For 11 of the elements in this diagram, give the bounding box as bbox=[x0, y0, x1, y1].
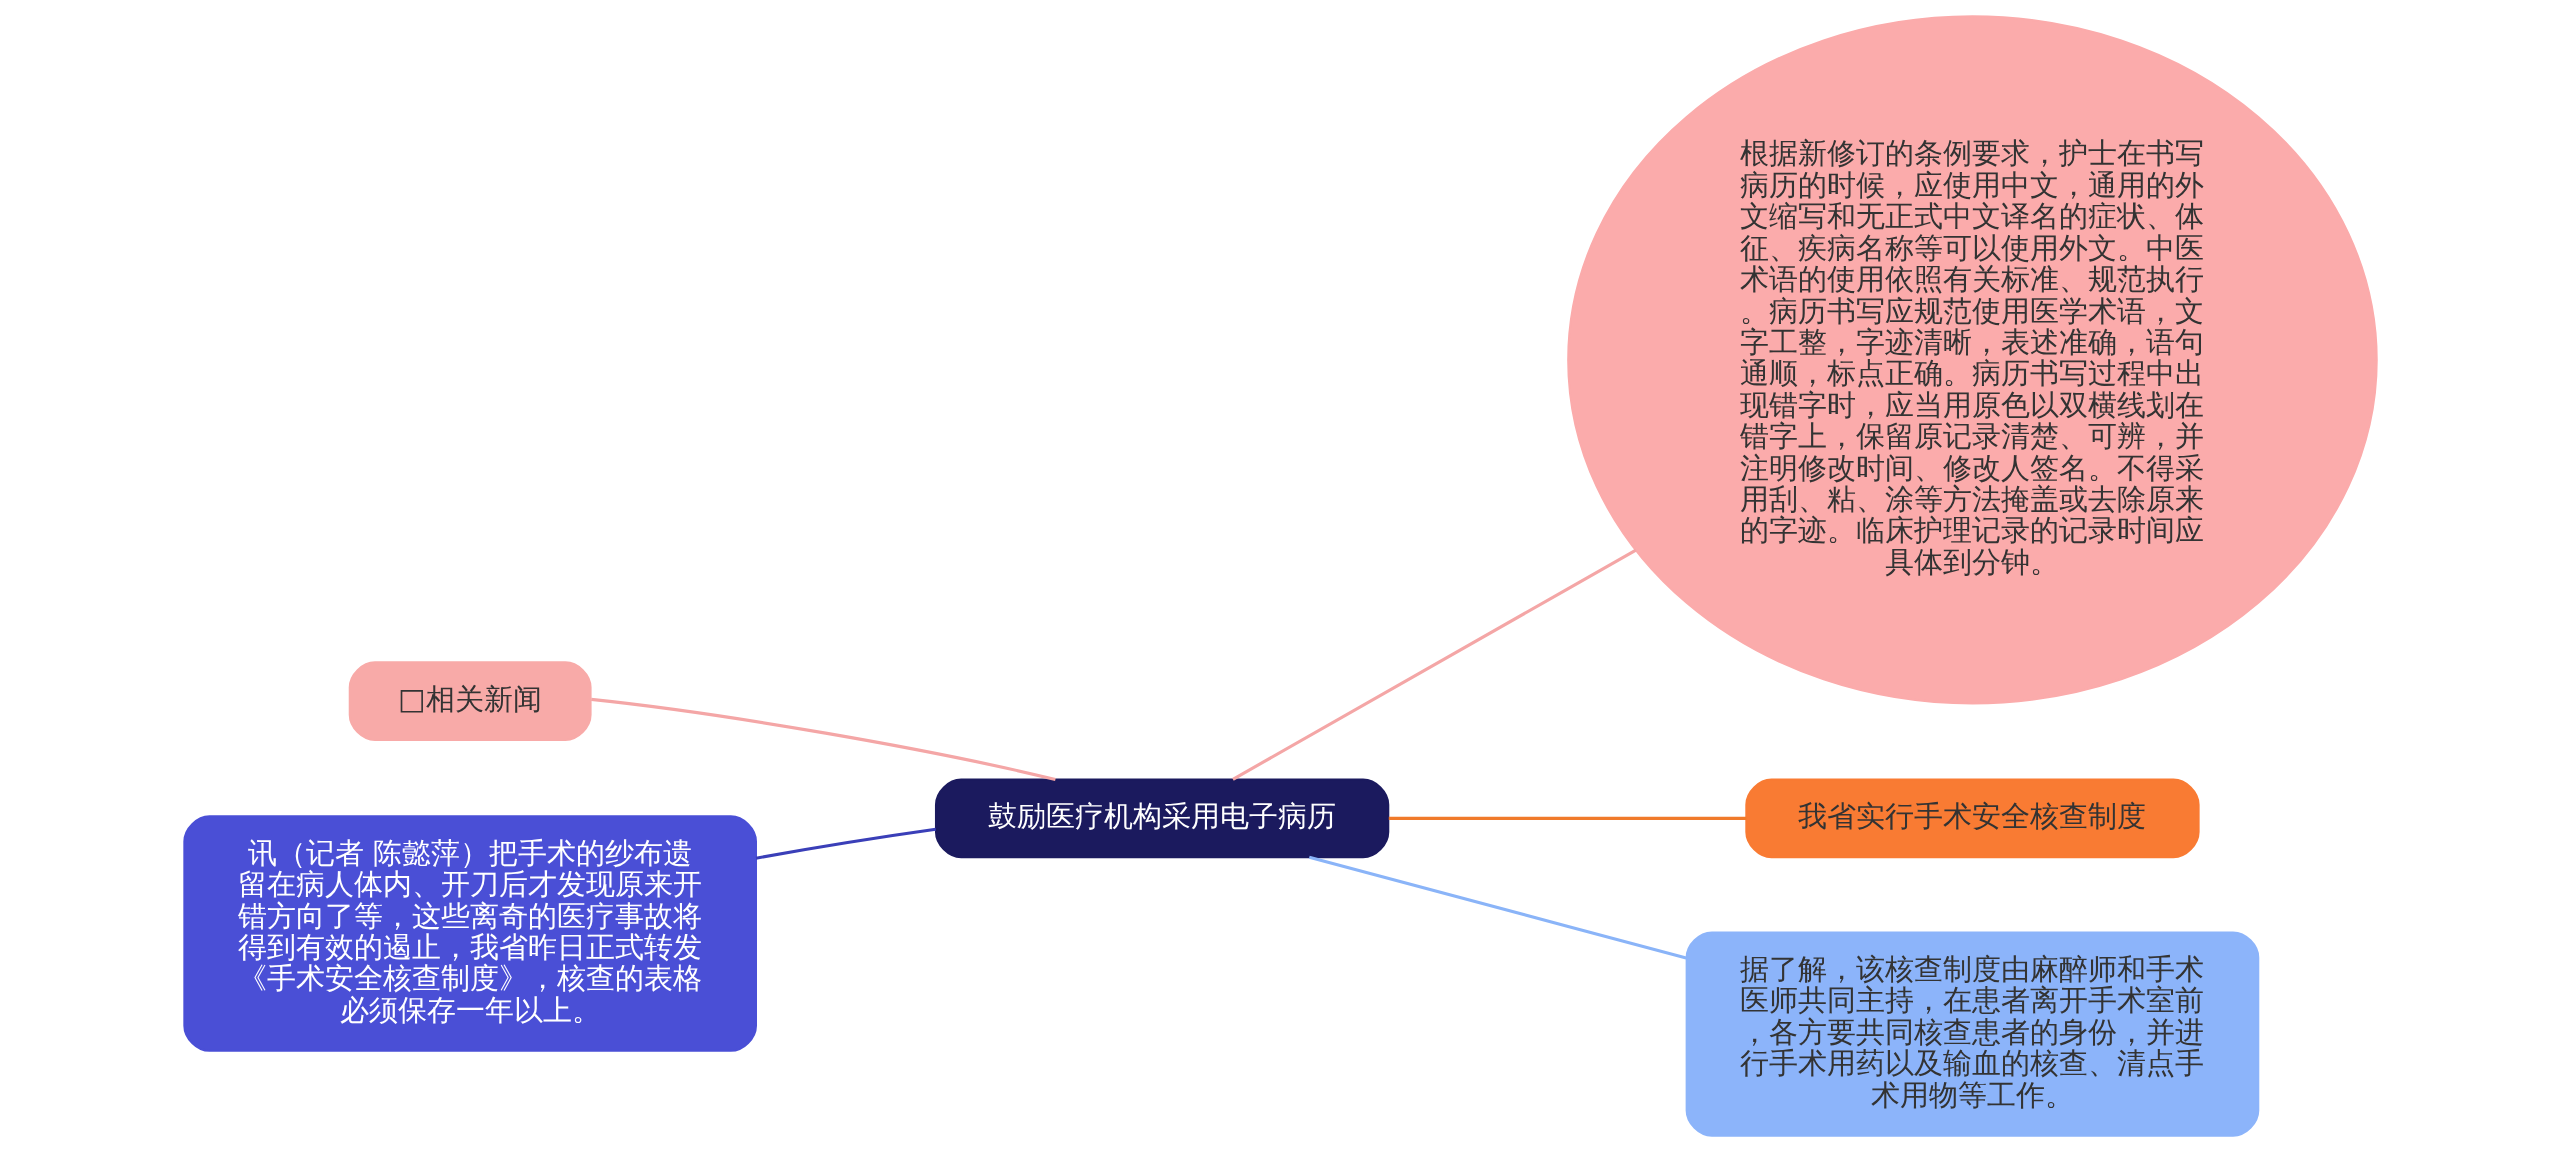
node-box: 我省实行手术安全核查制度 bbox=[1744, 778, 2200, 859]
connector bbox=[755, 827, 936, 860]
node-box: 讯（记者 陈懿萍）把手术的纱布遗留在病人体内、开刀后才发现原来开错方向了等，这些离奇的医疗事故将得到有效的遏止，我省昨日正式转发《手术安全核查制度》，核查的表格必须保存一年以上。 bbox=[182, 815, 757, 1052]
node-box: □相关新闻 bbox=[348, 661, 592, 741]
connector bbox=[590, 697, 1056, 782]
connector bbox=[1231, 548, 1637, 781]
node-box: 据了解，该核查制度由麻醉师和手术医师共同主持，在患者离开手术室前，各方要共同核查患者的身份，并进行手术用药以及输血的核查、清点手术用物等工作。 bbox=[1685, 931, 2259, 1137]
node-box: 鼓励医疗机构采用电子病历 bbox=[934, 778, 1389, 859]
connector bbox=[1388, 816, 1746, 820]
connector bbox=[1308, 855, 1687, 960]
node-ellipse: 根据新修订的条例要求，护士在书写病历的时候，应使用中文，通用的外文缩写和无正式中文译名的症状、体征、疾病名称等可以使用外文。中医术语的使用依照有关标准、规范执行。病历书写应规范使用医学术语，文字工整，字迹清晰，表述准确，语句通顺，标点正确。病历书写过程中出现错字时，应当用原色以双横线划在错字上，保留原记录清楚、可辨，并注明修改时间、修改人签名。不得采用刮、粘、涂等方法掩盖或去除原来的字迹。临床护理记录的记录时间应具体到分钟。 bbox=[1566, 15, 2378, 705]
